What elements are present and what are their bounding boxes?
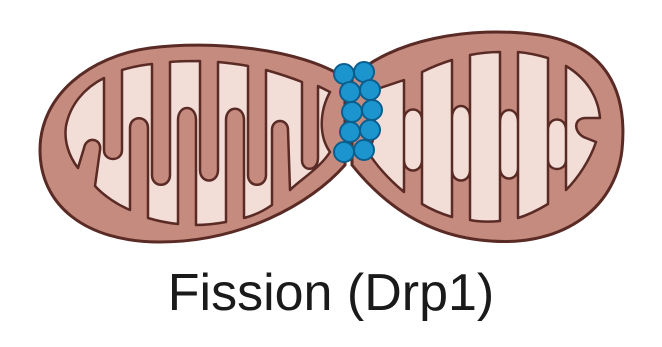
mitochondrion-left-icon (40, 45, 345, 242)
drp1-subunit (354, 140, 374, 160)
drp1-subunit (334, 142, 354, 162)
drp1-subunit (362, 100, 382, 120)
drp1-subunit (360, 120, 380, 140)
drp1-subunit (334, 64, 354, 84)
drp1-subunit (354, 62, 374, 82)
drp1-subunit (340, 122, 360, 142)
drp1-subunit (342, 102, 362, 122)
figure-caption: Fission (Drp1) (0, 262, 662, 324)
drp1-subunit (360, 80, 380, 100)
drp1-subunit (340, 82, 360, 102)
mitochondrion-right-icon (352, 32, 623, 242)
